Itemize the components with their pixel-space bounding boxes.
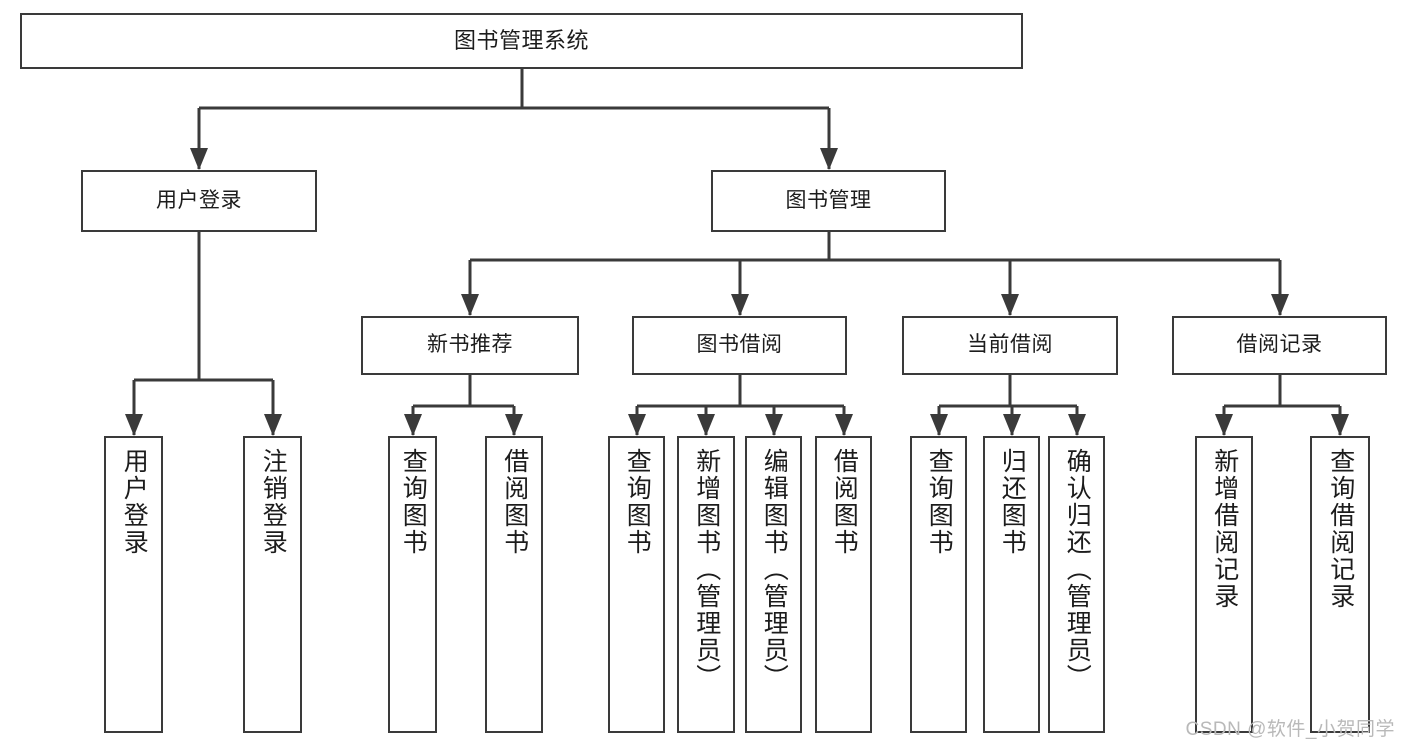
node-label: 新书推荐 xyxy=(427,333,513,357)
node-label: 注销登录 xyxy=(259,448,288,556)
node-label: 借阅图书 xyxy=(500,448,529,556)
node-current[interactable]: 当前借阅 xyxy=(902,316,1118,375)
node-label: 新增借阅记录 xyxy=(1210,448,1239,610)
node-label: 编辑图书（管理员） xyxy=(760,448,789,691)
node-leaf-rec-2[interactable]: 查询借阅记录 xyxy=(1310,436,1370,733)
node-leaf-rec-1[interactable]: 新增借阅记录 xyxy=(1195,436,1253,733)
node-label: 图书管理 xyxy=(785,188,872,212)
node-label: 图书借阅 xyxy=(696,333,783,357)
node-records[interactable]: 借阅记录 xyxy=(1172,316,1387,375)
node-label: 用户登录 xyxy=(120,448,149,556)
node-label: 查询图书 xyxy=(925,448,954,556)
node-leaf-bor-2[interactable]: 新增图书（管理员） xyxy=(677,436,735,733)
node-leaf-cur-1[interactable]: 查询图书 xyxy=(910,436,967,733)
node-newbook[interactable]: 新书推荐 xyxy=(361,316,579,375)
watermark: CSDN @软件_小贺同学 xyxy=(1185,719,1395,740)
node-borrow[interactable]: 图书借阅 xyxy=(632,316,847,375)
node-label: 新增图书（管理员） xyxy=(692,448,721,691)
node-leaf-login-2[interactable]: 注销登录 xyxy=(243,436,302,733)
node-leaf-cur-2[interactable]: 归还图书 xyxy=(983,436,1040,733)
node-label: 确认归还（管理员） xyxy=(1063,448,1092,691)
node-bookmgmt[interactable]: 图书管理 xyxy=(711,170,946,232)
node-root[interactable]: 图书管理系统 xyxy=(20,13,1023,69)
node-label: 查询图书 xyxy=(399,448,428,556)
node-leaf-new-2[interactable]: 借阅图书 xyxy=(485,436,543,733)
node-leaf-login-1[interactable]: 用户登录 xyxy=(104,436,163,733)
node-login[interactable]: 用户登录 xyxy=(81,170,317,232)
node-label: 查询图书 xyxy=(623,448,652,556)
node-label: 当前借阅 xyxy=(967,333,1053,357)
node-label: 图书管理系统 xyxy=(453,28,589,54)
node-label: 用户登录 xyxy=(156,188,242,212)
node-leaf-bor-1[interactable]: 查询图书 xyxy=(608,436,665,733)
node-leaf-new-1[interactable]: 查询图书 xyxy=(388,436,437,733)
node-label: 借阅图书 xyxy=(830,448,859,556)
node-label: 借阅记录 xyxy=(1236,333,1323,357)
node-leaf-cur-3[interactable]: 确认归还（管理员） xyxy=(1048,436,1105,733)
node-leaf-bor-3[interactable]: 编辑图书（管理员） xyxy=(745,436,802,733)
node-label: 查询借阅记录 xyxy=(1326,448,1355,610)
node-leaf-bor-4[interactable]: 借阅图书 xyxy=(815,436,872,733)
node-label: 归还图书 xyxy=(998,448,1027,556)
